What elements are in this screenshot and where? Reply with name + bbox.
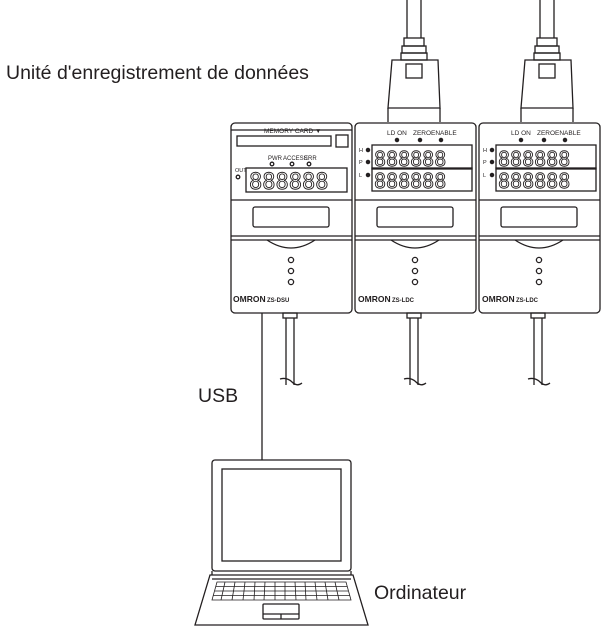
ldc1-row-p: P <box>359 160 363 166</box>
ldc-unit-1: LD ON ZERO ENABLE H P L 888888 888888 OM… <box>354 122 477 314</box>
pwr-led <box>269 161 275 167</box>
ldc2-model: ZS-LDC <box>516 298 539 304</box>
ldc1-display-top: 888888 <box>374 147 446 171</box>
ldc2-display-top: 888888 <box>498 147 570 171</box>
sensor-cable-right <box>520 0 574 122</box>
ldc1-display-bottom: 888888 <box>374 169 446 193</box>
err-led <box>306 161 312 167</box>
sensor-cable-left <box>387 0 441 122</box>
ldc2-brand: OMRON <box>482 294 515 304</box>
data-storage-unit: MEMORY CARD ▼ PWR ACCESS ERR OUT 888888 … <box>230 122 353 314</box>
usb-label: USB <box>198 385 239 407</box>
laptop-computer <box>194 459 369 626</box>
data-storage-unit-label: Unité d'enregistrement de données <box>6 62 309 84</box>
computer-label: Ordinateur <box>374 582 467 604</box>
ldc1-zero-label: ZERO <box>413 130 431 137</box>
ldc2-enable-label: ENABLE <box>555 130 581 137</box>
out-led <box>235 174 241 180</box>
laptop-keyboard <box>211 581 352 601</box>
ldc2-row-h: H <box>483 148 487 154</box>
dsu-brand: OMRON <box>233 294 266 304</box>
ldc2-ld-on-label: LD ON <box>511 130 531 137</box>
ldc2-row-p: P <box>483 160 487 166</box>
ldc-unit-2: LD ON ZERO ENABLE H P L 888888 888888 OM… <box>478 122 601 314</box>
access-label: ACCESS <box>283 156 308 162</box>
bottom-cables <box>261 312 551 460</box>
dsu-model: ZS-DSU <box>267 298 289 304</box>
ldc2-display-bottom: 888888 <box>498 169 570 193</box>
pwr-label: PWR <box>268 156 283 162</box>
ldc2-zero-label: ZERO <box>537 130 555 137</box>
ldc1-brand: OMRON <box>358 294 391 304</box>
ldc1-model: ZS-LDC <box>392 298 415 304</box>
err-label: ERR <box>304 156 317 162</box>
ldc2-row-l: L <box>483 173 486 179</box>
dsu-display-frame <box>245 167 348 193</box>
ldc1-enable-label: ENABLE <box>431 130 457 137</box>
memory-card-label: MEMORY CARD ▼ <box>264 128 321 135</box>
out-label: OUT <box>235 168 247 174</box>
ldc1-row-l: L <box>359 173 362 179</box>
ldc1-ld-on-label: LD ON <box>387 130 407 137</box>
laptop-screen <box>221 468 342 562</box>
access-led <box>289 161 295 167</box>
dsu-display: 888888 <box>249 170 328 195</box>
ldc1-row-h: H <box>359 148 363 154</box>
